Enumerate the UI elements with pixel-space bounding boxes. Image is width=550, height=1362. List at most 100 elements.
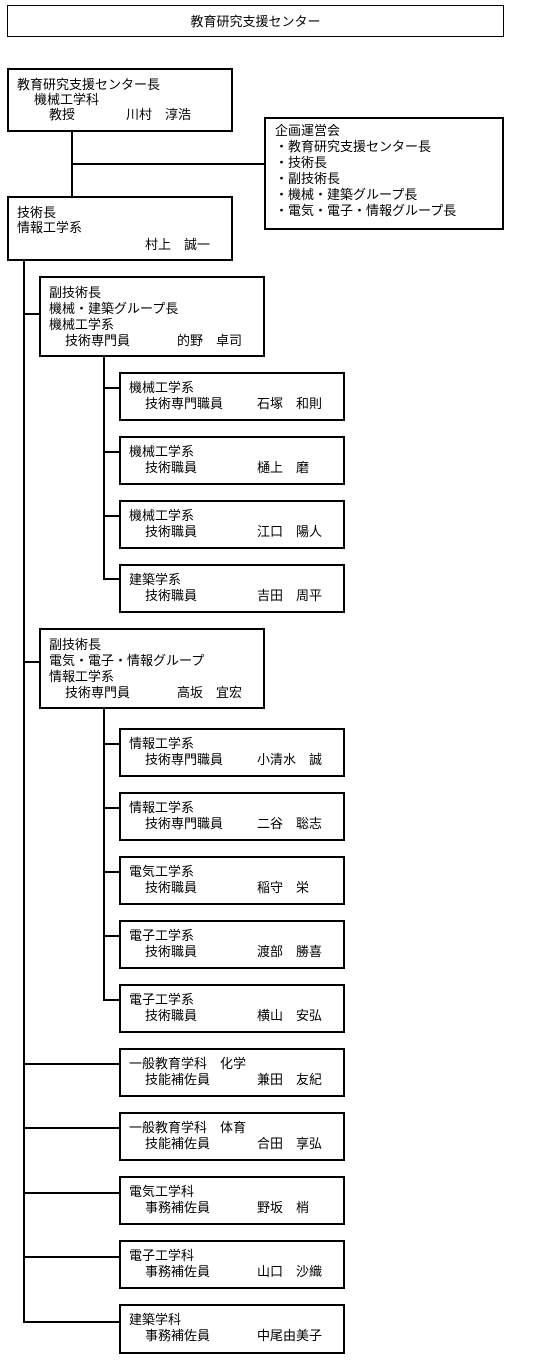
member-box: 機械工学系 技術職員 樋上 磨 xyxy=(119,436,345,485)
member-position: 技術職員 xyxy=(145,1009,198,1024)
assistant-name: 合田 享弘 xyxy=(257,1137,323,1152)
assistant-position: 事務補佐員 xyxy=(145,1201,211,1216)
member-box: 電気工学系 技術職員 稲守 栄 xyxy=(119,856,345,905)
group2-lead-dept: 情報工学系 xyxy=(49,670,115,685)
connector-g1-m1 xyxy=(103,387,120,389)
group1-lead-group: 機械・建築グループ長 xyxy=(49,302,179,317)
member-box: 建築学系 技術職員 吉田 周平 xyxy=(119,564,345,613)
assistant-position: 技能補佐員 xyxy=(145,1073,211,1088)
assistant-dept: 電子工学科 xyxy=(129,1249,195,1264)
connector-group2-trunk xyxy=(103,708,105,1000)
assistant-name: 中尾由美子 xyxy=(257,1329,323,1344)
member-position: 技術職員 xyxy=(145,525,198,540)
director-position: 教授 xyxy=(49,108,76,123)
page-title: 教育研究支援センター xyxy=(190,15,321,30)
member-name: 二谷 聡志 xyxy=(257,817,323,832)
member-name: 横山 安弘 xyxy=(257,1009,323,1024)
council-member: ・技術長 xyxy=(275,156,328,171)
connector-a1 xyxy=(23,1063,120,1065)
assistant-box: 建築学科 事務補佐員 中尾由美子 xyxy=(119,1304,345,1354)
connector-g2-m3 xyxy=(103,871,120,873)
connector-a5 xyxy=(23,1321,120,1323)
assistant-dept: 電気工学科 xyxy=(129,1185,195,1200)
council-title: 企画運営会 xyxy=(275,124,341,139)
assistant-position: 事務補佐員 xyxy=(145,1265,211,1280)
chief-name: 村上 誠一 xyxy=(145,238,211,253)
member-position: 技術専門職員 xyxy=(145,817,224,832)
assistant-box: 一般教育学科 体育 技能補佐員 合田 享弘 xyxy=(119,1112,345,1161)
member-dept: 情報工学系 xyxy=(129,801,195,816)
member-name: 石塚 和則 xyxy=(257,397,323,412)
group2-lead-group: 電気・電子・情報グループ xyxy=(49,654,205,669)
member-name: 樋上 磨 xyxy=(257,461,310,476)
member-dept: 機械工学系 xyxy=(129,509,195,524)
connector-g2-m5 xyxy=(103,999,120,1001)
member-name: 江口 陽人 xyxy=(257,525,323,540)
assistant-dept: 一般教育学科 体育 xyxy=(129,1121,247,1136)
member-name: 吉田 周平 xyxy=(257,589,323,604)
member-position: 技術職員 xyxy=(145,461,198,476)
member-dept: 情報工学系 xyxy=(129,737,195,752)
member-position: 技術専門職員 xyxy=(145,753,224,768)
council-box: 企画運営会 ・教育研究支援センター長 ・技術長 ・副技術長 ・機械・建築グループ… xyxy=(264,117,504,230)
connector-g1-m4 xyxy=(103,578,120,580)
assistant-name: 山口 沙織 xyxy=(257,1265,323,1280)
chief-role: 技術長 xyxy=(17,206,57,221)
member-name: 小清水 誠 xyxy=(257,753,323,768)
member-dept: 機械工学系 xyxy=(129,381,195,396)
member-box: 電子工学系 技術職員 渡部 勝喜 xyxy=(119,920,345,969)
chief-box: 技術長 情報工学系 村上 誠一 xyxy=(7,196,233,261)
connector-group1-trunk xyxy=(103,356,105,579)
connector-g2-m4 xyxy=(103,935,120,937)
member-position: 技術専門職員 xyxy=(145,397,224,412)
director-name: 川村 淳浩 xyxy=(126,108,192,123)
assistant-position: 事務補佐員 xyxy=(145,1329,211,1344)
member-position: 技術職員 xyxy=(145,589,198,604)
member-box: 情報工学系 技術専門職員 小清水 誠 xyxy=(119,728,345,777)
council-member: ・機械・建築グループ長 xyxy=(275,188,418,203)
connector-g2-m2 xyxy=(103,807,120,809)
member-box: 機械工学系 技術専門職員 石塚 和則 xyxy=(119,372,345,421)
connector-a2 xyxy=(23,1127,120,1129)
assistant-dept: 一般教育学科 化学 xyxy=(129,1057,247,1072)
assistant-position: 技能補佐員 xyxy=(145,1137,211,1152)
council-member: ・電気・電子・情報グループ長 xyxy=(275,204,457,219)
group1-lead-box: 副技術長 機械・建築グループ長 機械工学系 技術専門員 的野 卓司 xyxy=(39,276,265,357)
director-dept: 機械工学科 xyxy=(34,93,100,108)
connector-group2-lead xyxy=(23,661,40,663)
chief-dept: 情報工学系 xyxy=(17,221,83,236)
connector-a4 xyxy=(23,1256,120,1258)
connector-main-trunk xyxy=(23,260,25,1323)
group2-lead-box: 副技術長 電気・電子・情報グループ 情報工学系 技術専門員 高坂 宜宏 xyxy=(39,628,265,709)
member-box: 機械工学系 技術職員 江口 陽人 xyxy=(119,500,345,549)
connector-a3 xyxy=(23,1192,120,1194)
member-dept: 電子工学系 xyxy=(129,929,195,944)
assistant-name: 兼田 友紀 xyxy=(257,1073,323,1088)
member-name: 稲守 栄 xyxy=(257,881,310,896)
connector-council xyxy=(71,163,264,165)
member-dept: 電気工学系 xyxy=(129,865,195,880)
director-role: 教育研究支援センター長 xyxy=(17,78,161,93)
connector-g1-m3 xyxy=(103,515,120,517)
assistant-box: 電子工学科 事務補佐員 山口 沙織 xyxy=(119,1240,345,1289)
member-box: 電子工学系 技術職員 横山 安弘 xyxy=(119,984,345,1033)
group1-lead-name: 的野 卓司 xyxy=(177,334,243,349)
page-title-box: 教育研究支援センター xyxy=(7,5,504,37)
connector-group1-lead xyxy=(23,313,40,315)
council-member: ・教育研究支援センター長 xyxy=(275,140,432,155)
connector-g2-m1 xyxy=(103,743,120,745)
group2-lead-position: 技術専門員 xyxy=(65,686,131,701)
member-dept: 電子工学系 xyxy=(129,993,195,1008)
member-position: 技術職員 xyxy=(145,945,198,960)
assistant-dept: 建築学科 xyxy=(129,1313,182,1328)
member-dept: 機械工学系 xyxy=(129,445,195,460)
group2-lead-name: 高坂 宜宏 xyxy=(177,686,243,701)
connector-g1-m2 xyxy=(103,451,120,453)
assistant-box: 電気工学科 事務補佐員 野坂 梢 xyxy=(119,1176,345,1225)
council-member: ・副技術長 xyxy=(275,172,341,187)
member-box: 情報工学系 技術専門職員 二谷 聡志 xyxy=(119,792,345,841)
group1-lead-position: 技術専門員 xyxy=(65,334,131,349)
member-name: 渡部 勝喜 xyxy=(257,945,323,960)
group2-lead-role: 副技術長 xyxy=(49,638,102,653)
member-dept: 建築学系 xyxy=(129,573,182,588)
